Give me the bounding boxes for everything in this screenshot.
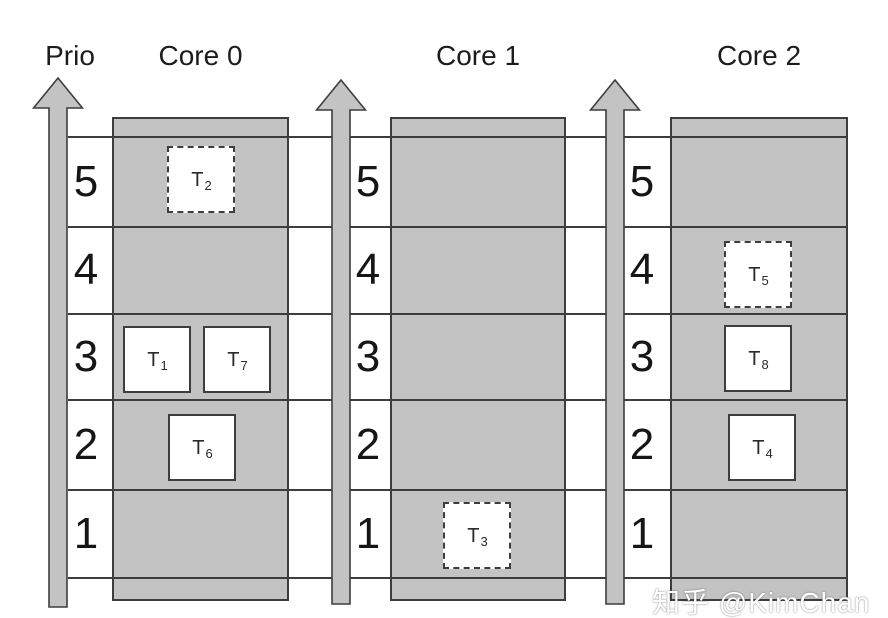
- priority-label-4: 4: [355, 245, 381, 294]
- task-box-t4: T4: [728, 414, 796, 481]
- core0-label: Core 0: [158, 40, 243, 71]
- task-box-t8: T8: [724, 325, 792, 392]
- task-label: T2: [191, 168, 212, 193]
- task-label: T3: [467, 524, 488, 549]
- priority-label-2: 2: [629, 420, 655, 469]
- watermark: 知乎 @KimChan: [652, 587, 871, 618]
- task-box-t7: T7: [203, 326, 271, 393]
- priority-label-3: 3: [629, 332, 655, 381]
- priority-label-2: 2: [73, 420, 99, 469]
- priority-gridline: [68, 399, 848, 401]
- prio-axis-arrow-icon: [32, 77, 84, 608]
- prio-axis-label: Prio: [45, 40, 95, 71]
- priority-label-1: 1: [629, 509, 655, 558]
- task-box-t6: T6: [168, 414, 236, 481]
- core2-label: Core 2: [716, 40, 802, 71]
- priority-label-4: 4: [73, 245, 99, 294]
- core1-priority-arrow-icon: [315, 79, 367, 605]
- priority-label-5: 5: [355, 157, 381, 206]
- task-box-t2: T2: [167, 146, 235, 213]
- priority-gridline: [68, 136, 848, 138]
- task-label: T8: [748, 347, 769, 372]
- priority-label-5: 5: [73, 157, 99, 206]
- priority-gridline: [68, 226, 848, 228]
- priority-label-3: 3: [73, 332, 99, 381]
- priority-gridline: [68, 489, 848, 491]
- priority-label-3: 3: [355, 332, 381, 381]
- task-label: T7: [227, 348, 248, 373]
- priority-gridline: [68, 577, 848, 579]
- task-label: T6: [192, 436, 213, 461]
- priority-gridline: [68, 313, 848, 315]
- priority-label-1: 1: [355, 509, 381, 558]
- task-box-t5: T5: [724, 241, 792, 308]
- task-label: T4: [752, 436, 773, 461]
- priority-label-1: 1: [73, 509, 99, 558]
- priority-label-5: 5: [629, 157, 655, 206]
- core1-label: Core 1: [435, 40, 521, 71]
- task-label: T5: [748, 263, 769, 288]
- priority-label-4: 4: [629, 245, 655, 294]
- task-label: T1: [147, 348, 168, 373]
- task-box-t3: T3: [443, 502, 511, 569]
- priority-label-2: 2: [355, 420, 381, 469]
- task-box-t1: T1: [123, 326, 191, 393]
- core2-priority-arrow-icon: [589, 79, 641, 605]
